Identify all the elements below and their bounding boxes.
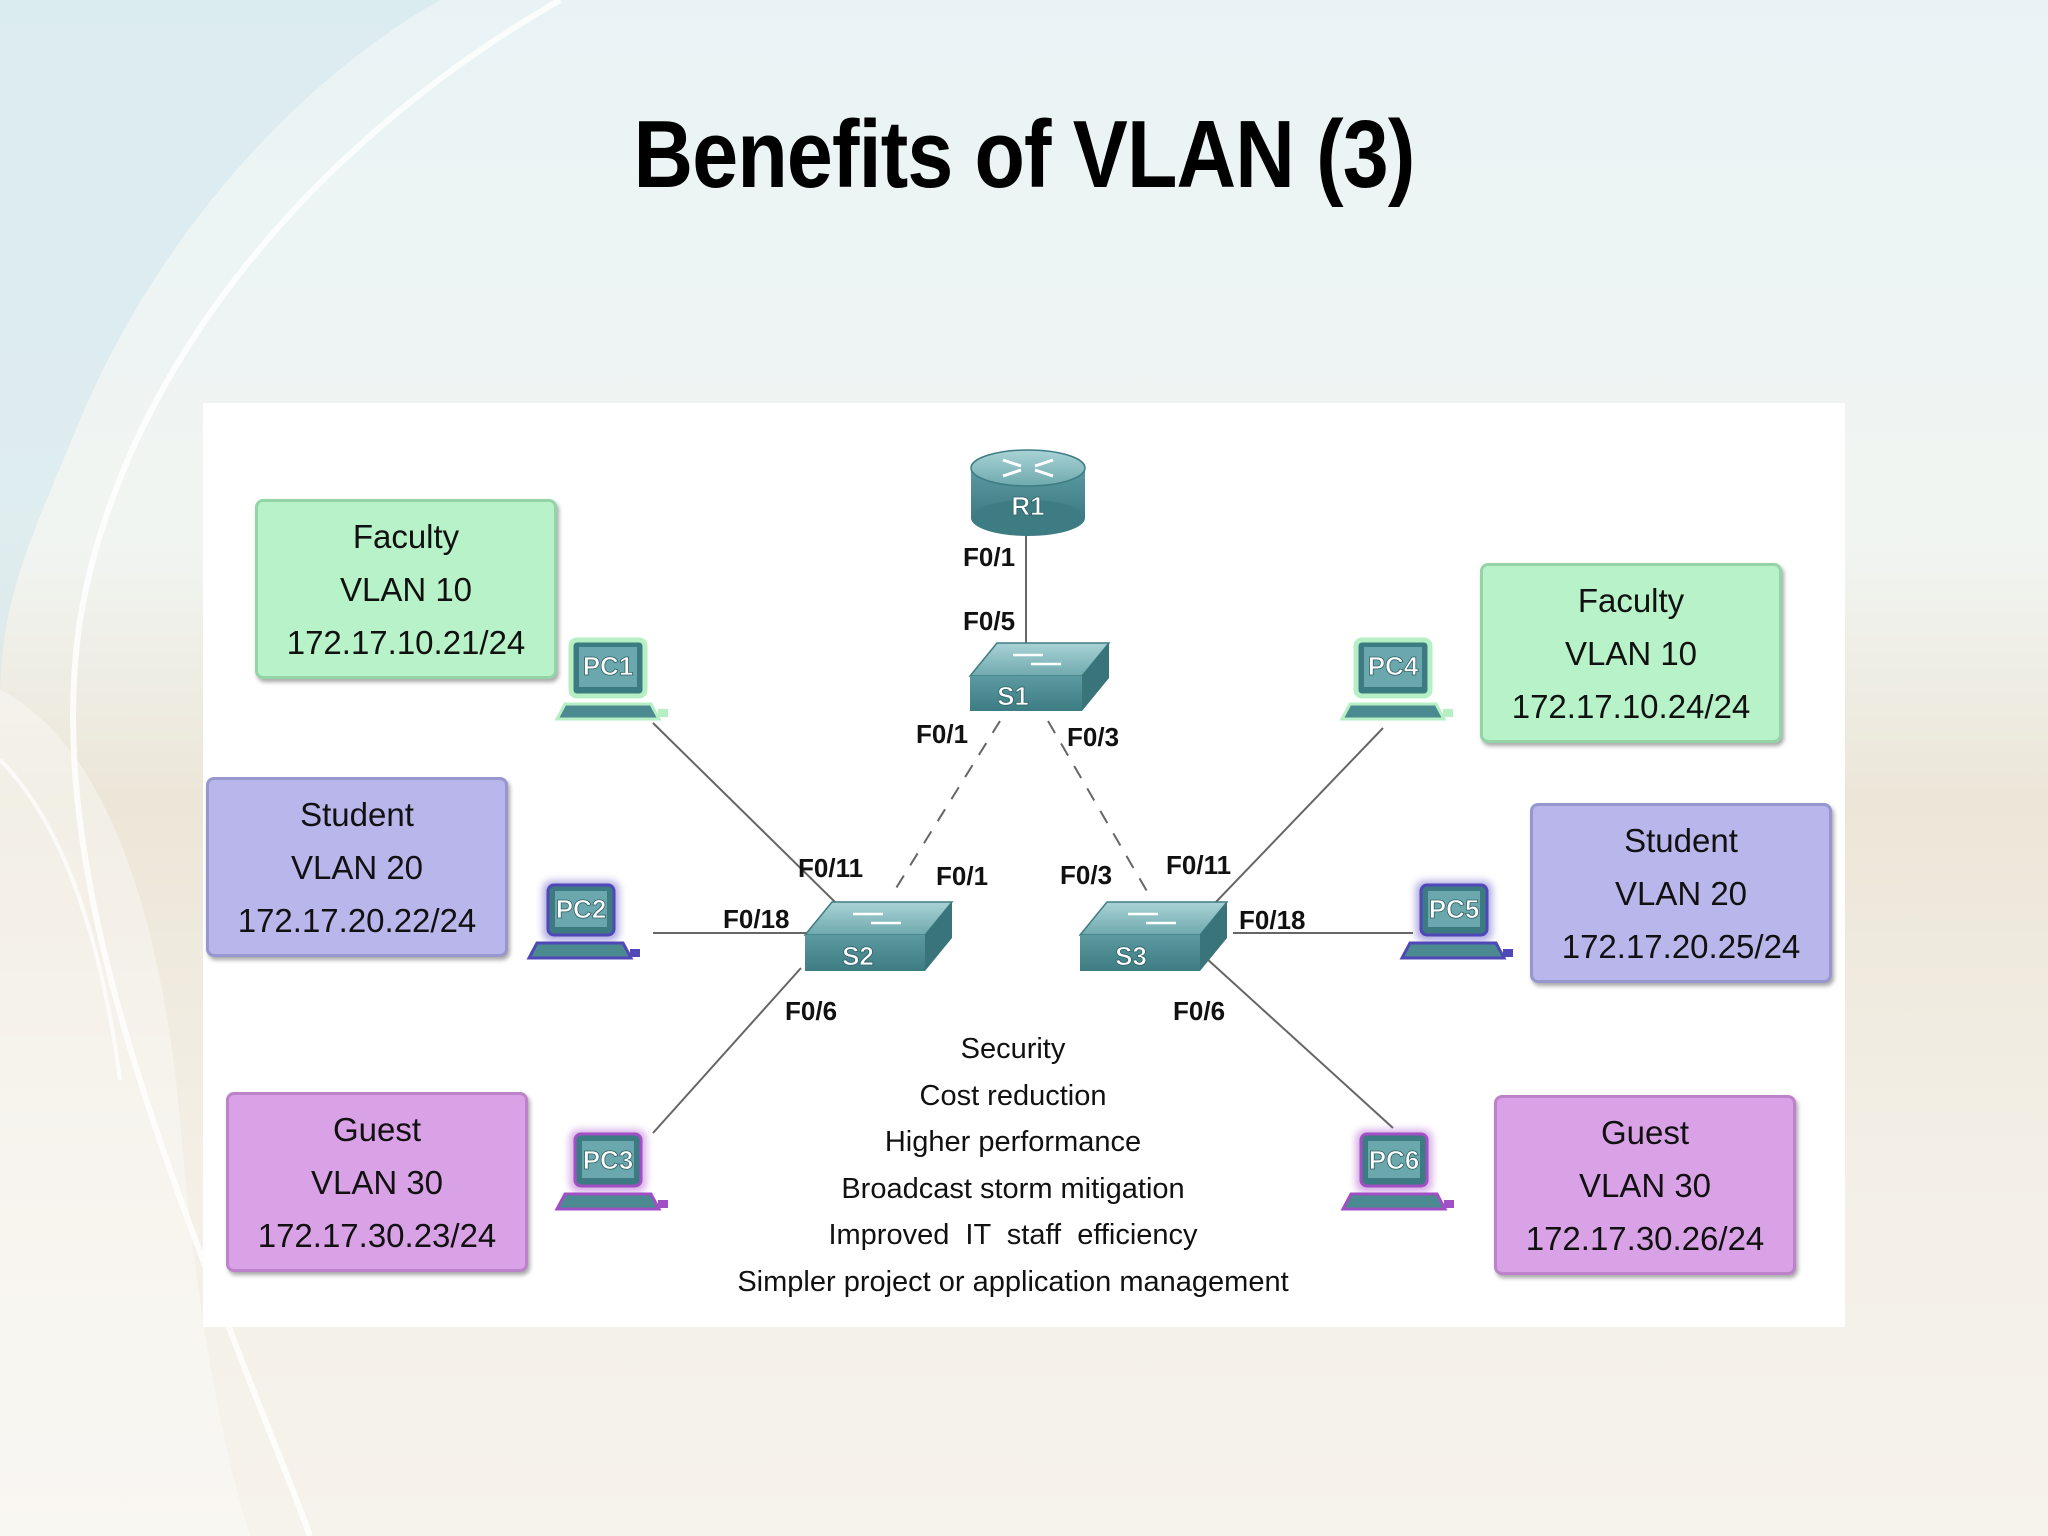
pc2-computer: PC2 [526,881,640,960]
vlan-box-faculty-pc4: Faculty VLAN 10 172.17.10.24/24 [1480,563,1782,743]
vlan-box-student-pc5: Student VLAN 20 172.17.20.25/24 [1530,803,1832,983]
switch-label: S2 [842,941,874,971]
benefits-list: Security Cost reduction Higher performan… [663,1026,1363,1305]
benefit-item: Higher performance [884,1126,1142,1158]
pc3-computer: PC3 [554,1130,668,1211]
pc-label: PC2 [556,894,607,924]
pc1-computer: PC1 [554,637,668,721]
switch-s3: S3 [1078,901,1229,971]
vlan-id: VLAN 30 [1578,1166,1712,1204]
port-label-r1-f0-1: F0/1 [963,542,1015,572]
pc4-computer: PC4 [1339,637,1453,721]
vlan-id: VLAN 20 [1614,874,1748,912]
vlan-id: VLAN 30 [310,1163,444,1201]
benefit-item: Improved IT staff efficiency [828,1219,1198,1251]
switch-s1: S1 [968,642,1111,711]
port-label-s1-f0-3: F0/3 [1067,722,1119,752]
vlan-group-name: Student [1624,821,1738,859]
link-s1-s2 [892,720,1001,894]
link-s2-pc1 [652,722,837,904]
router-arrows-icon [1002,458,1054,478]
link-s3-pc6 [1205,957,1394,1129]
pc-label: PC3 [583,1145,634,1175]
vlan-group-name: Student [300,795,414,833]
network-topology: R1 S1 S2 [526,449,1513,1211]
links [652,526,1413,1134]
port-label-s1-f0-5: F0/5 [963,606,1015,636]
pc-label: PC5 [1429,894,1480,924]
port-label-s3-f0-11: F0/11 [1166,850,1231,880]
benefit-item: Simpler project or application managemen… [737,1265,1289,1298]
vlan-group-name: Guest [1600,1113,1690,1151]
benefit-item: Broadcast storm mitigation [841,1172,1185,1205]
router-label: R1 [1011,491,1044,521]
pc5-computer: PC5 [1399,881,1513,960]
switch-arrows-icon [1128,912,1176,925]
port-label-s1-f0-1: F0/1 [916,719,968,749]
router-r1: R1 [970,449,1086,536]
ip-address: 172.17.30.23/24 [257,1216,497,1254]
switch-s2: S2 [803,901,954,971]
vlan-group-name: Faculty [352,517,460,555]
ip-address: 172.17.20.25/24 [1561,927,1801,965]
ip-address: 172.17.10.21/24 [286,623,526,661]
link-s2-pc3 [652,967,802,1134]
ip-address: 172.17.10.24/24 [1511,687,1751,725]
vlan-id: VLAN 10 [339,570,473,608]
vlan-box-faculty-pc1: Faculty VLAN 10 172.17.10.21/24 [255,499,557,679]
link-s1-s3 [1047,720,1149,894]
vlan-box-guest-pc3: Guest VLAN 30 172.17.30.23/24 [226,1092,528,1272]
port-label-s2-f0-18: F0/18 [723,904,790,934]
port-label-s2-f0-6: F0/6 [785,996,837,1026]
pc6-computer: PC6 [1340,1130,1454,1211]
network-diagram-panel: R1 S1 S2 [203,403,1845,1327]
vlan-group-name: Faculty [1577,581,1685,619]
switch-label: S3 [1115,941,1147,971]
pc-label: PC1 [583,651,634,681]
pc-label: PC4 [1368,651,1419,681]
vlan-id: VLAN 10 [1564,634,1698,672]
port-label-s3-f0-18: F0/18 [1239,905,1306,935]
ip-address: 172.17.20.22/24 [237,901,477,939]
switch-arrows-icon [1013,653,1061,666]
port-label-s3-f0-6: F0/6 [1173,996,1225,1026]
slide-title: Benefits of VLAN (3) [633,101,1416,208]
vlan-box-guest-pc6: Guest VLAN 30 172.17.30.26/24 [1494,1095,1796,1275]
port-labels: F0/1 F0/5 F0/1 F0/3 F0/11 F0/1 F0/18 F0/… [723,542,1306,1026]
port-label-s2-f0-1: F0/1 [936,861,988,891]
switch-arrows-icon [853,912,901,925]
port-label-s3-f0-3: F0/3 [1060,860,1112,890]
switch-label: S1 [997,681,1029,711]
ip-address: 172.17.30.26/24 [1525,1219,1765,1257]
benefit-item: Cost reduction [919,1079,1107,1112]
vlan-id: VLAN 20 [290,848,424,886]
pc-label: PC6 [1369,1145,1420,1175]
link-s3-pc4 [1214,727,1384,904]
vlan-group-name: Guest [332,1110,422,1148]
port-label-s2-f0-11: F0/11 [798,853,863,883]
benefit-item: Security [960,1033,1066,1065]
vlan-box-student-pc2: Student VLAN 20 172.17.20.22/24 [206,777,508,957]
